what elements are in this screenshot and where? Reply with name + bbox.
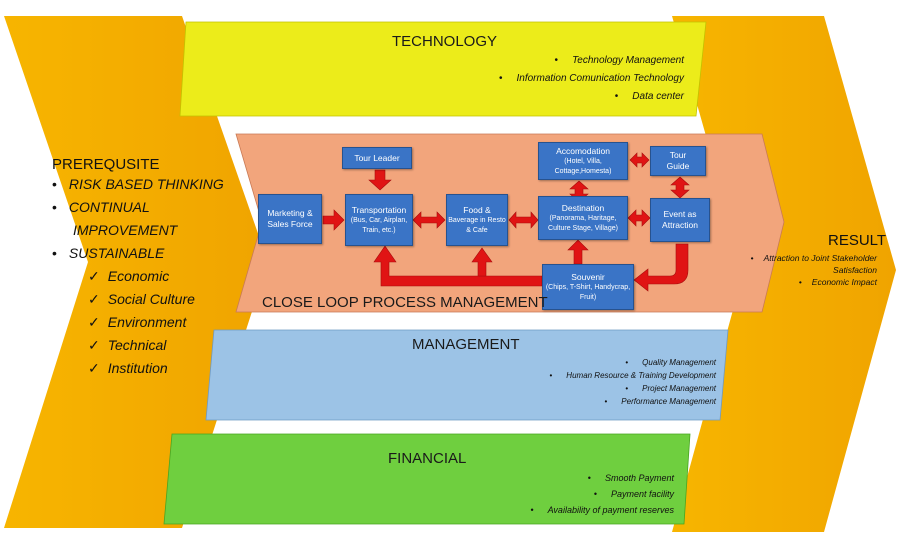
sustainable-check-item: Social Culture	[52, 288, 224, 311]
arrow-transport-food	[412, 211, 446, 229]
result-title: RESULT	[828, 232, 887, 249]
arrow-accomodation-guide	[629, 152, 650, 168]
financial-bullets: Smooth Payment Payment facility Availabi…	[530, 470, 674, 518]
prerequisite-item: SUSTAINABLE	[52, 242, 224, 265]
arrow-tourleader-transport	[368, 169, 392, 191]
transportation-box: Transportation (Bus, Car, Airplan, Train…	[345, 194, 413, 246]
technology-bullet: Technology Management	[499, 52, 684, 70]
destination-box: Destination (Panorama, Haritage, Culture…	[538, 196, 628, 240]
management-title: MANAGEMENT	[412, 336, 520, 353]
financial-bullet: Availability of payment reserves	[530, 502, 674, 518]
technology-bullet: Data center	[499, 88, 684, 106]
arrow-souvenir-transport	[373, 245, 543, 287]
prerequisite-list: PREREQUSITE RISK BASED THINKING CONTINUA…	[52, 156, 224, 380]
prerequisite-title: PREREQUSITE	[52, 156, 160, 173]
arrow-event-souvenir	[633, 243, 689, 292]
sustainable-check-item: Technical	[52, 334, 224, 357]
financial-bullet: Smooth Payment	[530, 470, 674, 486]
food-box: Food & Baverage in Resto & Cafe	[446, 194, 508, 246]
management-bullet: Human Resource & Training Development	[549, 369, 716, 382]
management-bullet: Project Management	[549, 382, 716, 395]
technology-bullet: Information Comunication Technology	[499, 70, 684, 88]
arrow-marketing-transport	[322, 209, 345, 231]
tour-leader-box: Tour Leader	[342, 147, 412, 169]
technology-bullets: Technology Management Information Comuni…	[499, 52, 684, 106]
process-title: CLOSE LOOP PROCESS MANAGEMENT	[262, 294, 548, 311]
souvenir-box: Souvenir (Chips, T-Shirt, Handycrap, Fru…	[542, 264, 634, 310]
technology-title: TECHNOLOGY	[392, 33, 498, 50]
management-bullet: Quality Management	[549, 356, 716, 369]
sustainable-check-item: Institution	[52, 357, 224, 380]
arrow-loop-food	[471, 247, 493, 277]
marketing-box: Marketing & Sales Force	[258, 194, 322, 244]
management-bullets: Quality Management Human Resource & Trai…	[549, 356, 716, 408]
financial-title: FINANCIAL	[388, 450, 467, 467]
sustainable-check-item: Environment	[52, 311, 224, 334]
result-list: Attraction to Joint Stakeholder Satisfac…	[745, 252, 877, 288]
financial-bullet: Payment facility	[530, 486, 674, 502]
management-bullet: Performance Management	[549, 395, 716, 408]
prerequisite-item: RISK BASED THINKING	[52, 173, 224, 196]
prerequisite-item: CONTINUAL	[52, 196, 224, 219]
arrow-souvenir-destination	[567, 239, 589, 265]
event-box: Event as Attraction	[650, 198, 710, 242]
sustainable-check-item: Economic	[52, 265, 224, 288]
prerequisite-item-continued: IMPROVEMENT	[73, 222, 178, 238]
accomodation-box: Accomodation (Hotel, Villa, Cottage,Home…	[538, 142, 628, 180]
tour-guide-box: Tour Guide	[650, 146, 706, 176]
result-item: Attraction to Joint Stakeholder Satisfac…	[745, 252, 877, 276]
result-item: Economic Impact	[745, 276, 877, 288]
